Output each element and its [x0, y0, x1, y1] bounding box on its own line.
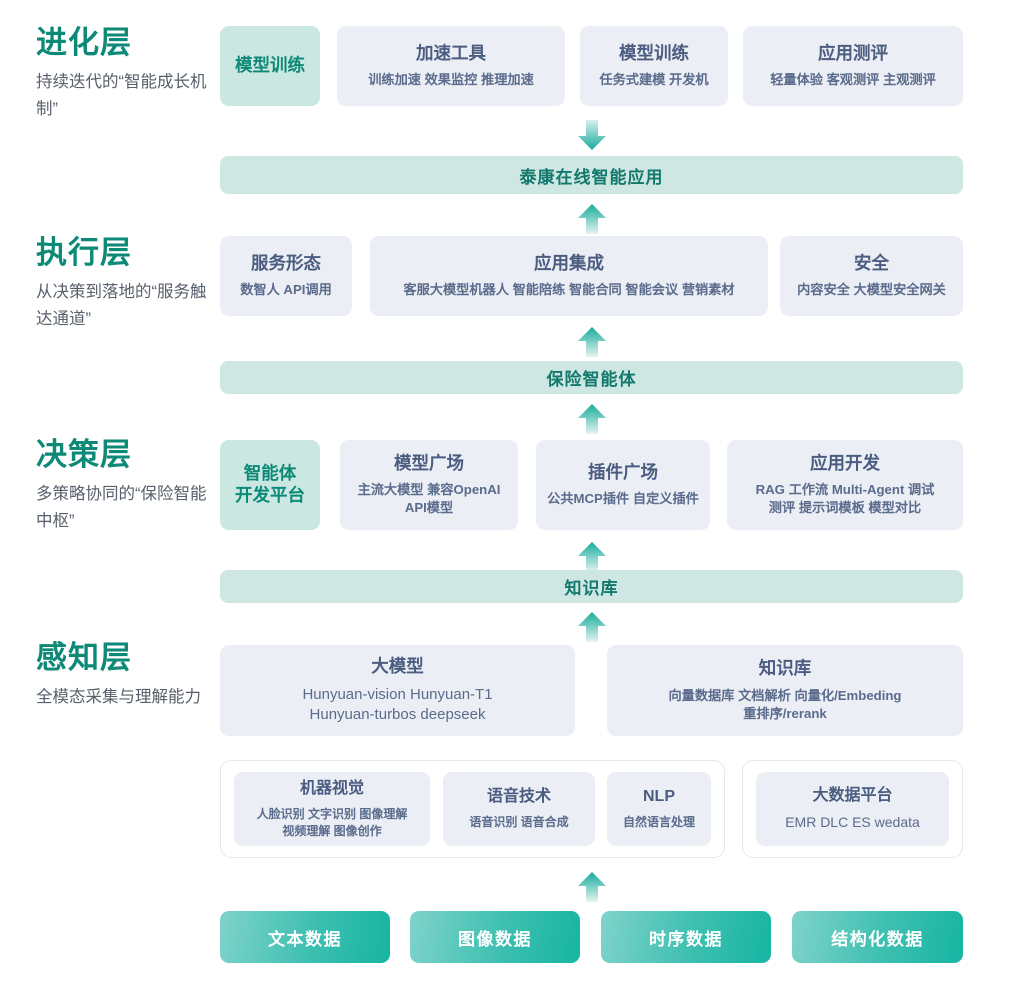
card-title: 服务形态 [251, 252, 321, 273]
card-title: 知识库 [758, 658, 812, 679]
card-subtitle: RAG 工作流 Multi-Agent 调试 测评 提示词模板 模型对比 [755, 482, 935, 516]
arrow-up-icon [577, 610, 607, 644]
arrow-up-icon [577, 870, 607, 904]
card-agent-dev-platform[interactable]: 智能体 开发平台 [220, 440, 320, 530]
card-subtitle: EMR DLC ES wedata [785, 813, 920, 830]
card-service-form[interactable]: 服务形态 数智人 API调用 [220, 236, 352, 316]
arrow-up-icon [577, 402, 607, 436]
card-speech-technology[interactable]: 语音技术 语音识别 语音合成 [443, 772, 595, 846]
card-title: 大模型 [371, 655, 424, 676]
layer-description: 从决策到落地的“服务触达通道” [36, 283, 207, 328]
card-subtitle: 语音识别 语音合成 [469, 815, 569, 830]
layer-title: 决策层 [36, 437, 132, 472]
card-evolution-acceleration-tools[interactable]: 加速工具 训练加速 效果监控 推理加速 [337, 26, 565, 106]
card-knowledge-base[interactable]: 知识库 向量数据库 文档解析 向量化/Embeding 重排序/rerank [607, 645, 963, 736]
layer-description: 持续迭代的“智能成长机制” [36, 73, 207, 118]
card-subtitle: 客服大模型机器人 智能陪练 智能合同 智能会议 营销素材 [403, 282, 735, 298]
bar-taikang-online-intelligent-app[interactable]: 泰康在线智能应用 [220, 156, 963, 194]
bar-knowledge-base[interactable]: 知识库 [220, 570, 963, 603]
bar-label: 保险智能体 [546, 370, 637, 389]
card-title: 大数据平台 [812, 786, 893, 804]
card-subtitle: 轻量体验 客观测评 主观测评 [770, 72, 936, 88]
card-subtitle: 任务式建模 开发机 [599, 72, 709, 88]
card-subtitle: 内容安全 大模型安全网关 [797, 282, 946, 298]
card-title: 模型广场 [394, 452, 464, 473]
card-subtitle: 主流大模型 兼容OpenAI API模型 [357, 482, 501, 516]
pill-text-data[interactable]: 文本数据 [220, 911, 390, 963]
card-subtitle: 向量数据库 文档解析 向量化/Embeding 重排序/rerank [668, 687, 902, 721]
card-big-data-platform[interactable]: 大数据平台 EMR DLC ES wedata [756, 772, 949, 846]
card-application-integration[interactable]: 应用集成 客服大模型机器人 智能陪练 智能合同 智能会议 营销素材 [370, 236, 768, 316]
arrow-up-icon [577, 325, 607, 359]
card-title: 应用集成 [534, 252, 604, 273]
card-title: 应用开发 [810, 452, 880, 473]
card-evolution-model-training-highlight[interactable]: 模型训练 [220, 26, 320, 106]
pill-label: 结构化数据 [831, 929, 924, 949]
arrow-up-icon [577, 540, 607, 574]
card-plugin-plaza[interactable]: 插件广场 公共MCP插件 自定义插件 [536, 440, 710, 530]
card-title: 智能体 开发平台 [235, 463, 305, 505]
card-security[interactable]: 安全 内容安全 大模型安全网关 [780, 236, 963, 316]
card-evolution-app-evaluation[interactable]: 应用测评 轻量体验 客观测评 主观测评 [743, 26, 963, 106]
card-title: 应用测评 [818, 42, 888, 63]
arrow-up-icon [577, 202, 607, 236]
card-title: NLP [643, 788, 675, 806]
pill-timeseries-data[interactable]: 时序数据 [601, 911, 771, 963]
layer-label-evolution: 进化层 持续迭代的“智能成长机制” [36, 25, 221, 123]
pill-label: 文本数据 [268, 929, 342, 949]
pill-label: 时序数据 [649, 929, 723, 949]
layer-title: 进化层 [36, 25, 132, 60]
card-computer-vision[interactable]: 机器视觉 人脸识别 文字识别 图像理解 视频理解 图像创作 [234, 772, 430, 846]
layer-label-execution: 执行层 从决策到落地的“服务触达通道” [36, 235, 221, 333]
card-large-model[interactable]: 大模型 Hunyuan-vision Hunyuan-T1 Hunyuan-tu… [220, 645, 575, 736]
card-subtitle: Hunyuan-vision Hunyuan-T1 Hunyuan-turbos… [302, 685, 493, 723]
pill-image-data[interactable]: 图像数据 [410, 911, 580, 963]
pill-structured-data[interactable]: 结构化数据 [792, 911, 963, 963]
bar-label: 知识库 [564, 579, 619, 598]
layer-description: 全模态采集与理解能力 [36, 688, 201, 707]
card-title: 加速工具 [416, 42, 486, 63]
card-title: 插件广场 [588, 461, 658, 482]
card-model-plaza[interactable]: 模型广场 主流大模型 兼容OpenAI API模型 [340, 440, 518, 530]
layer-title: 感知层 [36, 640, 132, 675]
card-subtitle: 公共MCP插件 自定义插件 [547, 491, 699, 507]
card-title: 安全 [854, 252, 889, 273]
layer-label-decision: 决策层 多策略协同的“保险智能中枢” [36, 437, 221, 535]
card-title: 模型训练 [619, 42, 689, 63]
card-title: 语音技术 [486, 788, 551, 806]
layer-label-perception: 感知层 全模态采集与理解能力 [36, 640, 221, 711]
card-application-development[interactable]: 应用开发 RAG 工作流 Multi-Agent 调试 测评 提示词模板 模型对… [727, 440, 963, 530]
layer-description: 多策略协同的“保险智能中枢” [36, 485, 207, 530]
card-subtitle: 人脸识别 文字识别 图像理解 视频理解 图像创作 [256, 807, 408, 838]
card-title: 模型训练 [235, 55, 305, 76]
bar-insurance-agent[interactable]: 保险智能体 [220, 361, 963, 394]
layer-title: 执行层 [36, 235, 132, 270]
card-nlp[interactable]: NLP 自然语言处理 [607, 772, 711, 846]
card-subtitle: 训练加速 效果监控 推理加速 [368, 72, 534, 88]
card-title: 机器视觉 [299, 780, 364, 798]
pill-label: 图像数据 [458, 929, 532, 949]
arrow-down-icon [577, 118, 607, 152]
card-evolution-model-training[interactable]: 模型训练 任务式建模 开发机 [580, 26, 728, 106]
card-subtitle: 自然语言处理 [622, 815, 695, 830]
bar-label: 泰康在线智能应用 [519, 167, 664, 187]
card-subtitle: 数智人 API调用 [240, 282, 332, 298]
